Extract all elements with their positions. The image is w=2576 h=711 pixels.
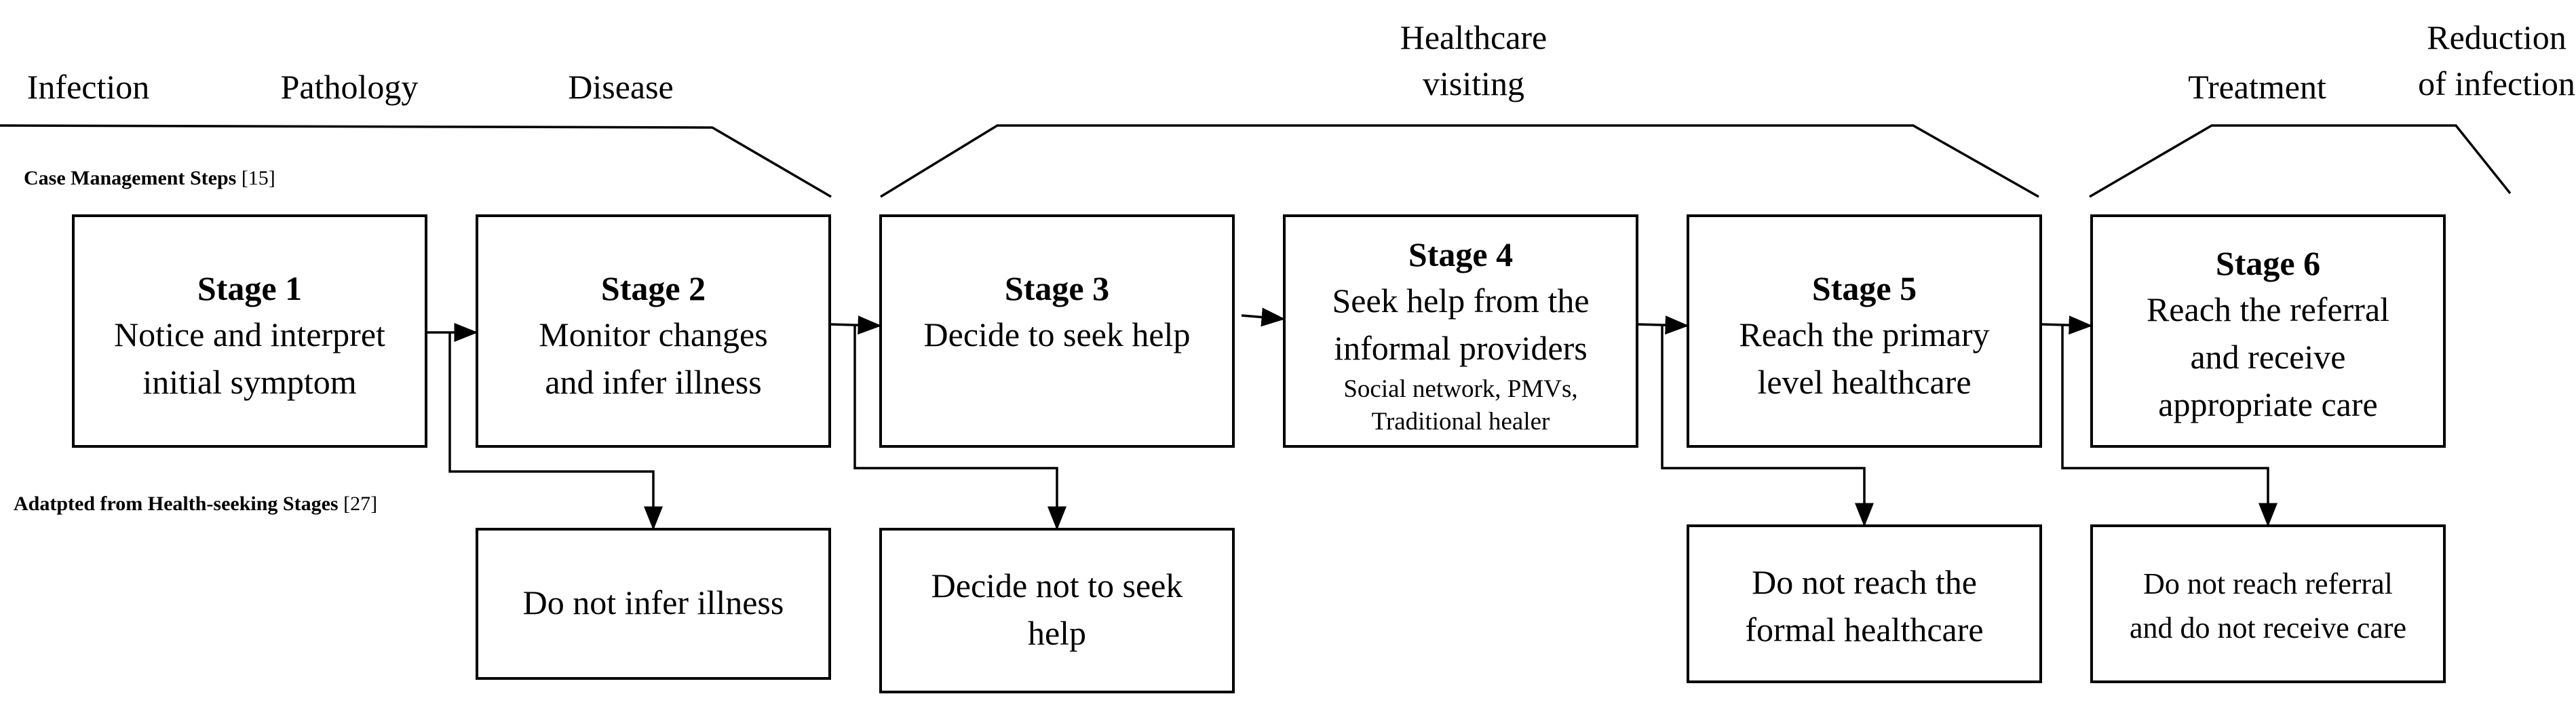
stage-4-title: Stage 4 [1408, 235, 1513, 273]
stage-6-text-line1: Reach the referral [2147, 290, 2389, 328]
outcome-2-text-line2: help [1028, 614, 1086, 652]
stage-5-text-line1: Reach the primary [1739, 315, 1989, 353]
phase-infection: Infection [27, 68, 149, 106]
stage-2-text-line2: and infer illness [545, 363, 761, 401]
stage-2-title: Stage 2 [601, 269, 706, 307]
stage-4-sub-line2: Traditional healer [1372, 408, 1550, 436]
outcome-2-box: Decide not to seek help [879, 528, 1235, 693]
section-case-management: Case Management Steps [15] [24, 167, 275, 189]
bracket-healthcare [880, 124, 2039, 198]
outcome-3-box: Do not reach the formal healthcare [1687, 524, 2042, 683]
stage-4-text-line2: informal providers [1334, 329, 1588, 367]
phase-treatment: Treatment [2188, 68, 2326, 106]
arrow-stage2-outcome2 [853, 324, 1066, 531]
section-adapted: Adatpted from Health-seeking Stages [27] [14, 493, 377, 515]
stage-6-text-line3: appropriate care [2158, 385, 2377, 423]
stage-6-box: Stage 6 Reach the referral and receive a… [2090, 214, 2446, 448]
stage-5-title: Stage 5 [1812, 269, 1917, 307]
stage-4-text-line1: Seek help from the [1332, 282, 1589, 320]
arrow-stage5-stage6 [2040, 315, 2093, 335]
bracket-treatment [2089, 124, 2512, 198]
arrow-stage4-outcome3 [1661, 324, 1874, 527]
outcome-2-text-line1: Decide not to seek [931, 566, 1183, 604]
phase-pathology: Pathology [281, 68, 419, 106]
stage-2-text-line1: Monitor changes [539, 315, 767, 353]
outcome-1-box: Do not infer illness [476, 528, 831, 680]
stage-1-text-line1: Notice and interpret [114, 315, 385, 353]
arrow-stage3-stage4 [1241, 307, 1286, 327]
stage-5-box: Stage 5 Reach the primary level healthca… [1687, 214, 2042, 448]
stage-1-text-line2: initial symptom [142, 363, 356, 401]
stage-3-box: Stage 3 Decide to seek help [879, 214, 1235, 448]
outcome-4-box: Do not reach referral and do not receive… [2090, 524, 2446, 683]
arrow-stage1-outcome1 [448, 332, 663, 531]
arrow-stage5-outcome4 [2061, 324, 2277, 527]
outcome-1-text-line1: Do not infer illness [523, 583, 784, 621]
phase-healthcare-line2: visiting [1423, 64, 1524, 102]
outcome-3-text-line1: Do not reach the [1752, 563, 1977, 601]
outcome-4-text-line1: Do not reach referral [2143, 567, 2393, 600]
stage-6-text-line2: and receive [2190, 338, 2345, 376]
outcome-4-text-line2: and do not receive care [2130, 611, 2406, 645]
stage-1-title: Stage 1 [197, 269, 302, 307]
stage-6-title: Stage 6 [2216, 244, 2320, 282]
stage-4-sub-line1: Social network, PMVs, [1343, 375, 1577, 403]
stage-2-box: Stage 2 Monitor changes and infer illnes… [476, 214, 831, 448]
phase-disease: Disease [568, 68, 674, 106]
stage-1-box: Stage 1 Notice and interpret initial sym… [72, 214, 427, 448]
stage-3-title: Stage 3 [1005, 269, 1109, 307]
stage-4-box: Stage 4 Seek help from the informal prov… [1283, 214, 1638, 448]
stage-5-text-line2: level healthcare [1757, 363, 1971, 401]
phase-reduction-line2: of infection [2418, 64, 2575, 102]
outcome-3-text-line2: formal healthcare [1745, 611, 1983, 649]
bracket-infection-disease [0, 124, 832, 198]
phase-healthcare-line1: Healthcare [1400, 18, 1547, 56]
stage-3-text-line1: Decide to seek help [924, 315, 1191, 353]
phase-reduction-line1: Reduction [2427, 18, 2567, 56]
